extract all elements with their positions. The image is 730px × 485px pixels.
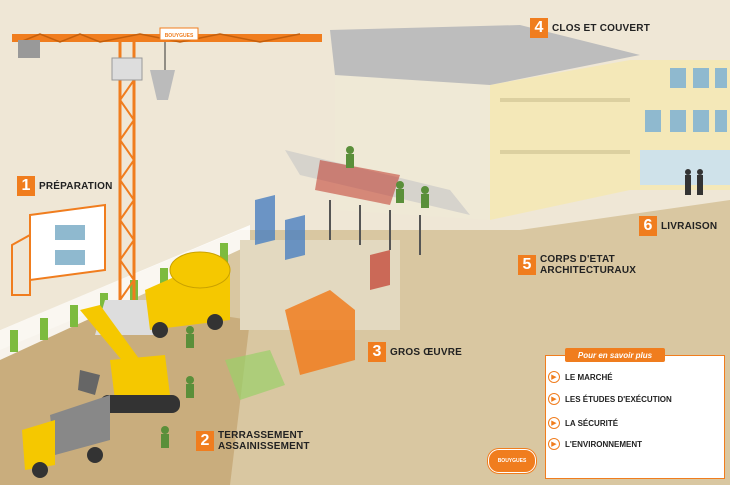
link-securite[interactable]: ▶ LA SÉCURITÉ xyxy=(548,417,618,429)
link-label: LES ÉTUDES D'EXÉCUTION xyxy=(565,394,672,404)
rebar-grid xyxy=(315,160,400,205)
excavator xyxy=(78,305,180,413)
more-info-title: Pour en savoir plus xyxy=(565,348,665,362)
link-le-marche[interactable]: ▶ LE MARCHÉ xyxy=(548,371,613,383)
step-label: GROS ŒUVRE xyxy=(390,346,463,358)
step-terrassement[interactable]: 2 TERRASSEMENT ASSAINISSEMENT xyxy=(196,430,310,452)
step-label-line2: ASSAINISSEMENT xyxy=(218,441,310,452)
delivery-people xyxy=(685,169,703,195)
step-label-line1: CORPS D'ETAT xyxy=(540,254,615,265)
step-label: CORPS D'ETAT ARCHITECTURAUX xyxy=(540,254,636,276)
step-number: 3 xyxy=(368,342,386,362)
tower-crane: BOUYGUES xyxy=(12,27,322,335)
concrete-bucket xyxy=(150,70,175,100)
step-number: 1 xyxy=(17,176,35,196)
chevron-right-icon: ▶ xyxy=(548,393,560,405)
step-label-line2: ARCHITECTURAUX xyxy=(540,265,637,276)
link-label: LE MARCHÉ xyxy=(565,372,613,382)
step-number: 5 xyxy=(518,255,536,275)
mixer-truck xyxy=(145,251,231,338)
chevron-right-icon: ▶ xyxy=(548,438,560,450)
step-label: CLOS ET COUVERT xyxy=(552,22,651,34)
workers xyxy=(161,146,429,448)
building xyxy=(285,25,730,255)
step-preparation[interactable]: 1 PRÉPARATION xyxy=(17,176,113,196)
retaining-wall xyxy=(240,240,400,330)
step-number: 2 xyxy=(196,431,214,451)
svg-text:BOUYGUES: BOUYGUES xyxy=(165,33,194,39)
step-clos-couvert[interactable]: 4 CLOS ET COUVERT xyxy=(530,18,650,38)
link-label: L'ENVIRONNEMENT xyxy=(565,439,643,449)
more-info-panel xyxy=(545,355,725,479)
site-office xyxy=(11,203,106,296)
step-livraison[interactable]: 6 LIVRAISON xyxy=(639,216,717,236)
roof xyxy=(330,25,640,85)
chevron-right-icon: ▶ xyxy=(548,417,560,429)
bouygues-logo[interactable]: BOUYGUES xyxy=(488,449,536,473)
dump-truck xyxy=(22,395,110,478)
link-label: LA SÉCURITÉ xyxy=(565,418,619,428)
step-label: LIVRAISON xyxy=(661,220,718,232)
step-label: PRÉPARATION xyxy=(39,180,113,192)
step-number: 4 xyxy=(530,18,548,38)
link-etudes-execution[interactable]: ▶ LES ÉTUDES D'EXÉCUTION xyxy=(548,393,672,405)
step-label-line1: TERRASSEMENT xyxy=(218,430,304,441)
step-label: TERRASSEMENT ASSAINISSEMENT xyxy=(218,430,310,452)
rebar-cage xyxy=(225,350,285,400)
step-number: 6 xyxy=(639,216,657,236)
step-gros-oeuvre[interactable]: 3 GROS ŒUVRE xyxy=(368,342,462,362)
link-environnement[interactable]: ▶ L'ENVIRONNEMENT xyxy=(548,438,642,450)
chevron-right-icon: ▶ xyxy=(548,371,560,383)
formwork xyxy=(255,195,390,375)
step-corps-etat[interactable]: 5 CORPS D'ETAT ARCHITECTURAUX xyxy=(518,254,636,276)
